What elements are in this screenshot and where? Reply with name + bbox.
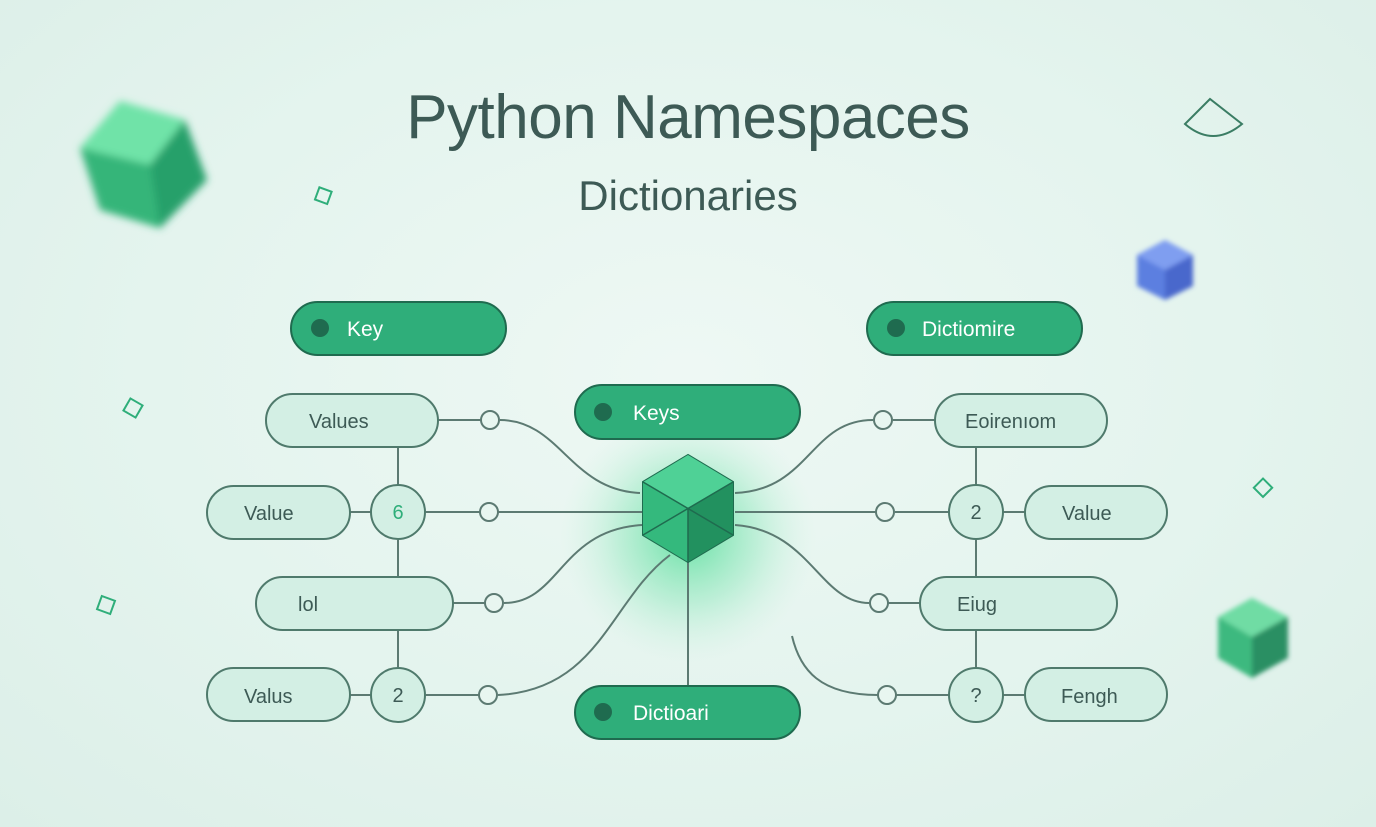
left-node-values <box>265 393 439 448</box>
right-circle-question <box>948 667 1004 723</box>
left-node-value <box>206 485 351 540</box>
right-node-fengh-label: Fengh <box>1061 686 1118 708</box>
left-circle-6 <box>370 484 426 540</box>
pill-keys[interactable]: Keys <box>574 384 801 440</box>
left-node-value-label: Value <box>244 503 294 525</box>
pill-dot-icon <box>311 319 329 337</box>
right-node-eiug-label: Eiug <box>957 594 997 616</box>
decorative-cube-icon-large <box>80 101 207 228</box>
right-node-eoireniom-label: Eoirenıom <box>965 411 1056 433</box>
left-node-lol-label: lol <box>298 594 318 616</box>
right-node-value-label: Value <box>1062 503 1112 525</box>
decorative-diamonds <box>95 186 1274 616</box>
pill-dictioari[interactable]: Dictioari <box>574 685 801 740</box>
pill-dictioari-label: Dictioari <box>633 702 709 725</box>
connector-lines <box>350 419 1025 696</box>
right-node-fengh <box>1024 667 1168 722</box>
left-node-values-label: Values <box>309 411 369 433</box>
pill-dot-icon <box>887 319 905 337</box>
pill-key[interactable]: Key <box>290 301 507 356</box>
diamond-icon <box>122 397 144 419</box>
diamond-icon <box>95 594 117 616</box>
pill-keys-label: Keys <box>633 402 680 425</box>
left-circle-6-label: 6 <box>392 502 403 524</box>
diamond-icon <box>1252 477 1274 499</box>
pill-dictiomire[interactable]: Dictiomire <box>866 301 1083 356</box>
right-circle-2 <box>948 484 1004 540</box>
right-node-eiug <box>919 576 1118 631</box>
left-node-valus-label: Valus <box>244 686 293 708</box>
pill-key-label: Key <box>347 318 384 341</box>
pill-dot-icon <box>594 403 612 421</box>
left-node-valus <box>206 667 351 722</box>
decorative-cube-icon-right <box>1218 598 1288 678</box>
diamond-icon <box>313 186 333 206</box>
right-circle-2-label: 2 <box>970 502 981 524</box>
connector-dots <box>478 410 897 705</box>
left-circle-2-label: 2 <box>392 685 403 707</box>
right-circle-question-label: ? <box>970 685 981 707</box>
right-node-eoireniom <box>934 393 1108 448</box>
page-title: Python Namespaces <box>406 83 970 152</box>
decorative-cube-icon-blue <box>1137 240 1193 300</box>
left-circle-2 <box>370 667 426 723</box>
page-subtitle: Dictionaries <box>578 172 798 219</box>
right-node-group <box>919 393 1168 723</box>
cube-icon <box>642 453 734 564</box>
right-node-value <box>1024 485 1168 540</box>
decorative-leaf-icon <box>1183 97 1244 137</box>
pill-dot-icon <box>594 703 612 721</box>
pill-dictiomire-label: Dictiomire <box>922 318 1015 341</box>
left-node-lol <box>255 576 454 631</box>
left-node-group <box>206 393 454 723</box>
